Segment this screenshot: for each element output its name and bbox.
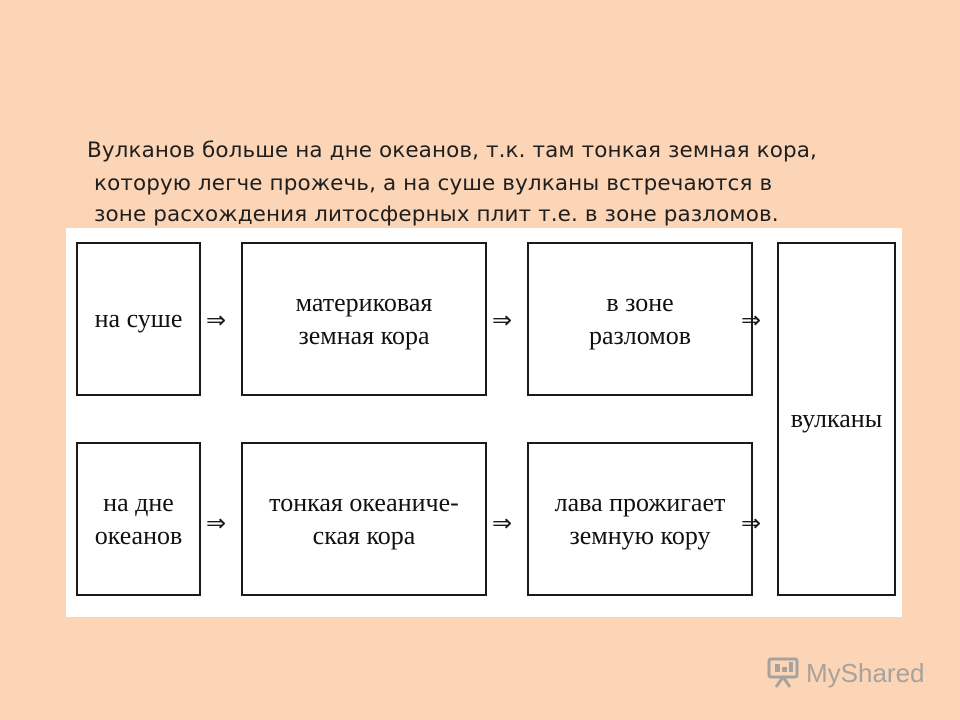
box-lava-burns-crust: лава прожигает земную кору — [527, 442, 753, 596]
presentation-board-icon — [766, 657, 800, 689]
caption-line-3: зоне расхождения литосферных плит т.е. в… — [94, 202, 779, 227]
box-continental-crust-line-2: земная кора — [298, 321, 430, 350]
caption-line-1: Вулканов больше на дне океанов, т.к. там… — [87, 138, 817, 163]
double-right-arrow-icon: ⇒ — [741, 306, 762, 334]
caption-text: Вулканов больше на дне океанов, т.к. там… — [0, 0, 960, 230]
box-on-land: на суше — [76, 242, 201, 396]
box-lava-burns-crust-line-1: лава прожигает — [554, 487, 726, 517]
box-ocean-floor-line-2: океанов — [94, 521, 183, 550]
box-ocean-floor-line-1: на дне — [103, 487, 174, 517]
double-right-arrow-icon: ⇒ — [206, 509, 227, 537]
box-fault-zone-line-2: разломов — [588, 321, 692, 350]
double-right-arrow-icon: ⇒ — [206, 306, 227, 334]
box-fault-zone: в зоне разломов — [527, 242, 753, 396]
box-volcanoes: вулканы — [777, 242, 896, 596]
double-right-arrow-icon: ⇒ — [741, 509, 762, 537]
box-lava-burns-crust-line-2: земную кору — [569, 521, 711, 550]
volcano-flow-diagram: на суше материковая земная кора в зоне р… — [66, 228, 902, 617]
caption-line-2: которую легче прожечь, а на суше вулканы… — [94, 171, 773, 196]
box-thin-oceanic-crust: тонкая океаниче- ская кора — [241, 442, 487, 596]
box-on-land-label: на суше — [94, 304, 183, 334]
box-thin-oceanic-crust-line-1: тонкая океаниче- — [269, 487, 459, 517]
box-ocean-floor: на дне океанов — [76, 442, 201, 596]
box-volcanoes-label: вулканы — [790, 404, 883, 434]
myshared-logo: MyShared — [766, 657, 925, 689]
myshared-logo-text: MyShared — [806, 657, 925, 688]
box-continental-crust: материковая земная кора — [241, 242, 487, 396]
box-fault-zone-line-1: в зоне — [606, 287, 674, 317]
double-right-arrow-icon: ⇒ — [492, 306, 513, 334]
box-continental-crust-line-1: материковая — [295, 287, 433, 317]
double-right-arrow-icon: ⇒ — [492, 509, 513, 537]
box-thin-oceanic-crust-line-2: ская кора — [312, 521, 416, 550]
